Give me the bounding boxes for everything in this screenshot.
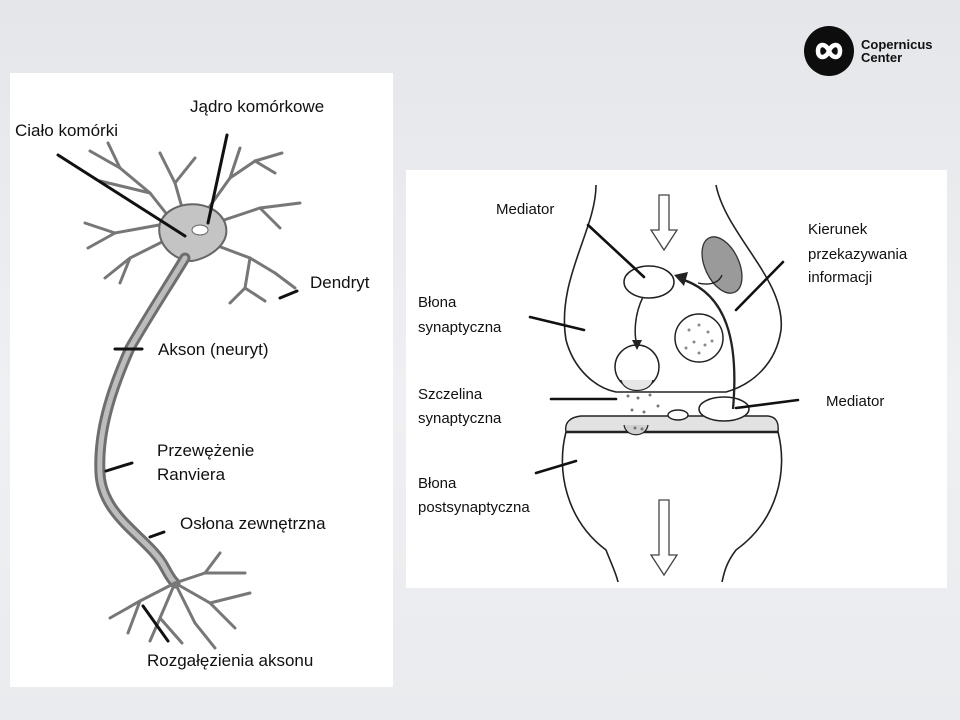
- label-ranviera: Ranviera: [157, 465, 226, 484]
- synapse-illustration: [528, 184, 800, 583]
- label-szczelina-2: synaptyczna: [418, 410, 502, 427]
- label-rozgalezienia-aksonu: Rozgałęzienia aksonu: [147, 651, 314, 670]
- logo-line-2: Center: [861, 50, 903, 65]
- infinity-logo-icon: [804, 26, 854, 76]
- logo-wordmark: Copernicus Center: [861, 38, 933, 64]
- label-mediator-top: Mediator: [496, 201, 555, 218]
- neuron-diagram-panel: Ciało komórki Jądro komórkowe Dendryt Ak…: [10, 73, 393, 687]
- label-blona-synaptyczna-2: synaptyczna: [418, 319, 502, 336]
- label-blona-postsynaptyczna-1: Błona: [418, 475, 457, 492]
- label-blona-postsynaptyczna-2: postsynaptyczna: [418, 499, 530, 516]
- neuron-illustration: [56, 133, 302, 650]
- logo-line-1: Copernicus: [861, 37, 933, 52]
- label-przewezenie: Przewężenie: [157, 441, 255, 460]
- copernicus-logo: Copernicus Center: [804, 26, 933, 76]
- label-cialo-komorki: Ciało komórki: [15, 121, 118, 140]
- label-kierunek: Kierunek: [808, 221, 868, 238]
- synapse-diagram-panel: Mediator Kierunek przekazywania informac…: [406, 170, 947, 588]
- label-informacji: informacji: [808, 269, 873, 286]
- label-jadro-komorkowe: Jądro komórkowe: [190, 97, 325, 116]
- label-akson: Akson (neuryt): [158, 340, 269, 359]
- label-blona-synaptyczna-1: Błona: [418, 294, 457, 311]
- label-szczelina-1: Szczelina: [418, 386, 483, 403]
- label-dendryt: Dendryt: [310, 273, 370, 292]
- label-mediator-right: Mediator: [826, 393, 885, 410]
- label-przekazywania: przekazywania: [808, 246, 908, 263]
- label-oslona-zewnetrzna: Osłona zewnętrzna: [180, 514, 326, 533]
